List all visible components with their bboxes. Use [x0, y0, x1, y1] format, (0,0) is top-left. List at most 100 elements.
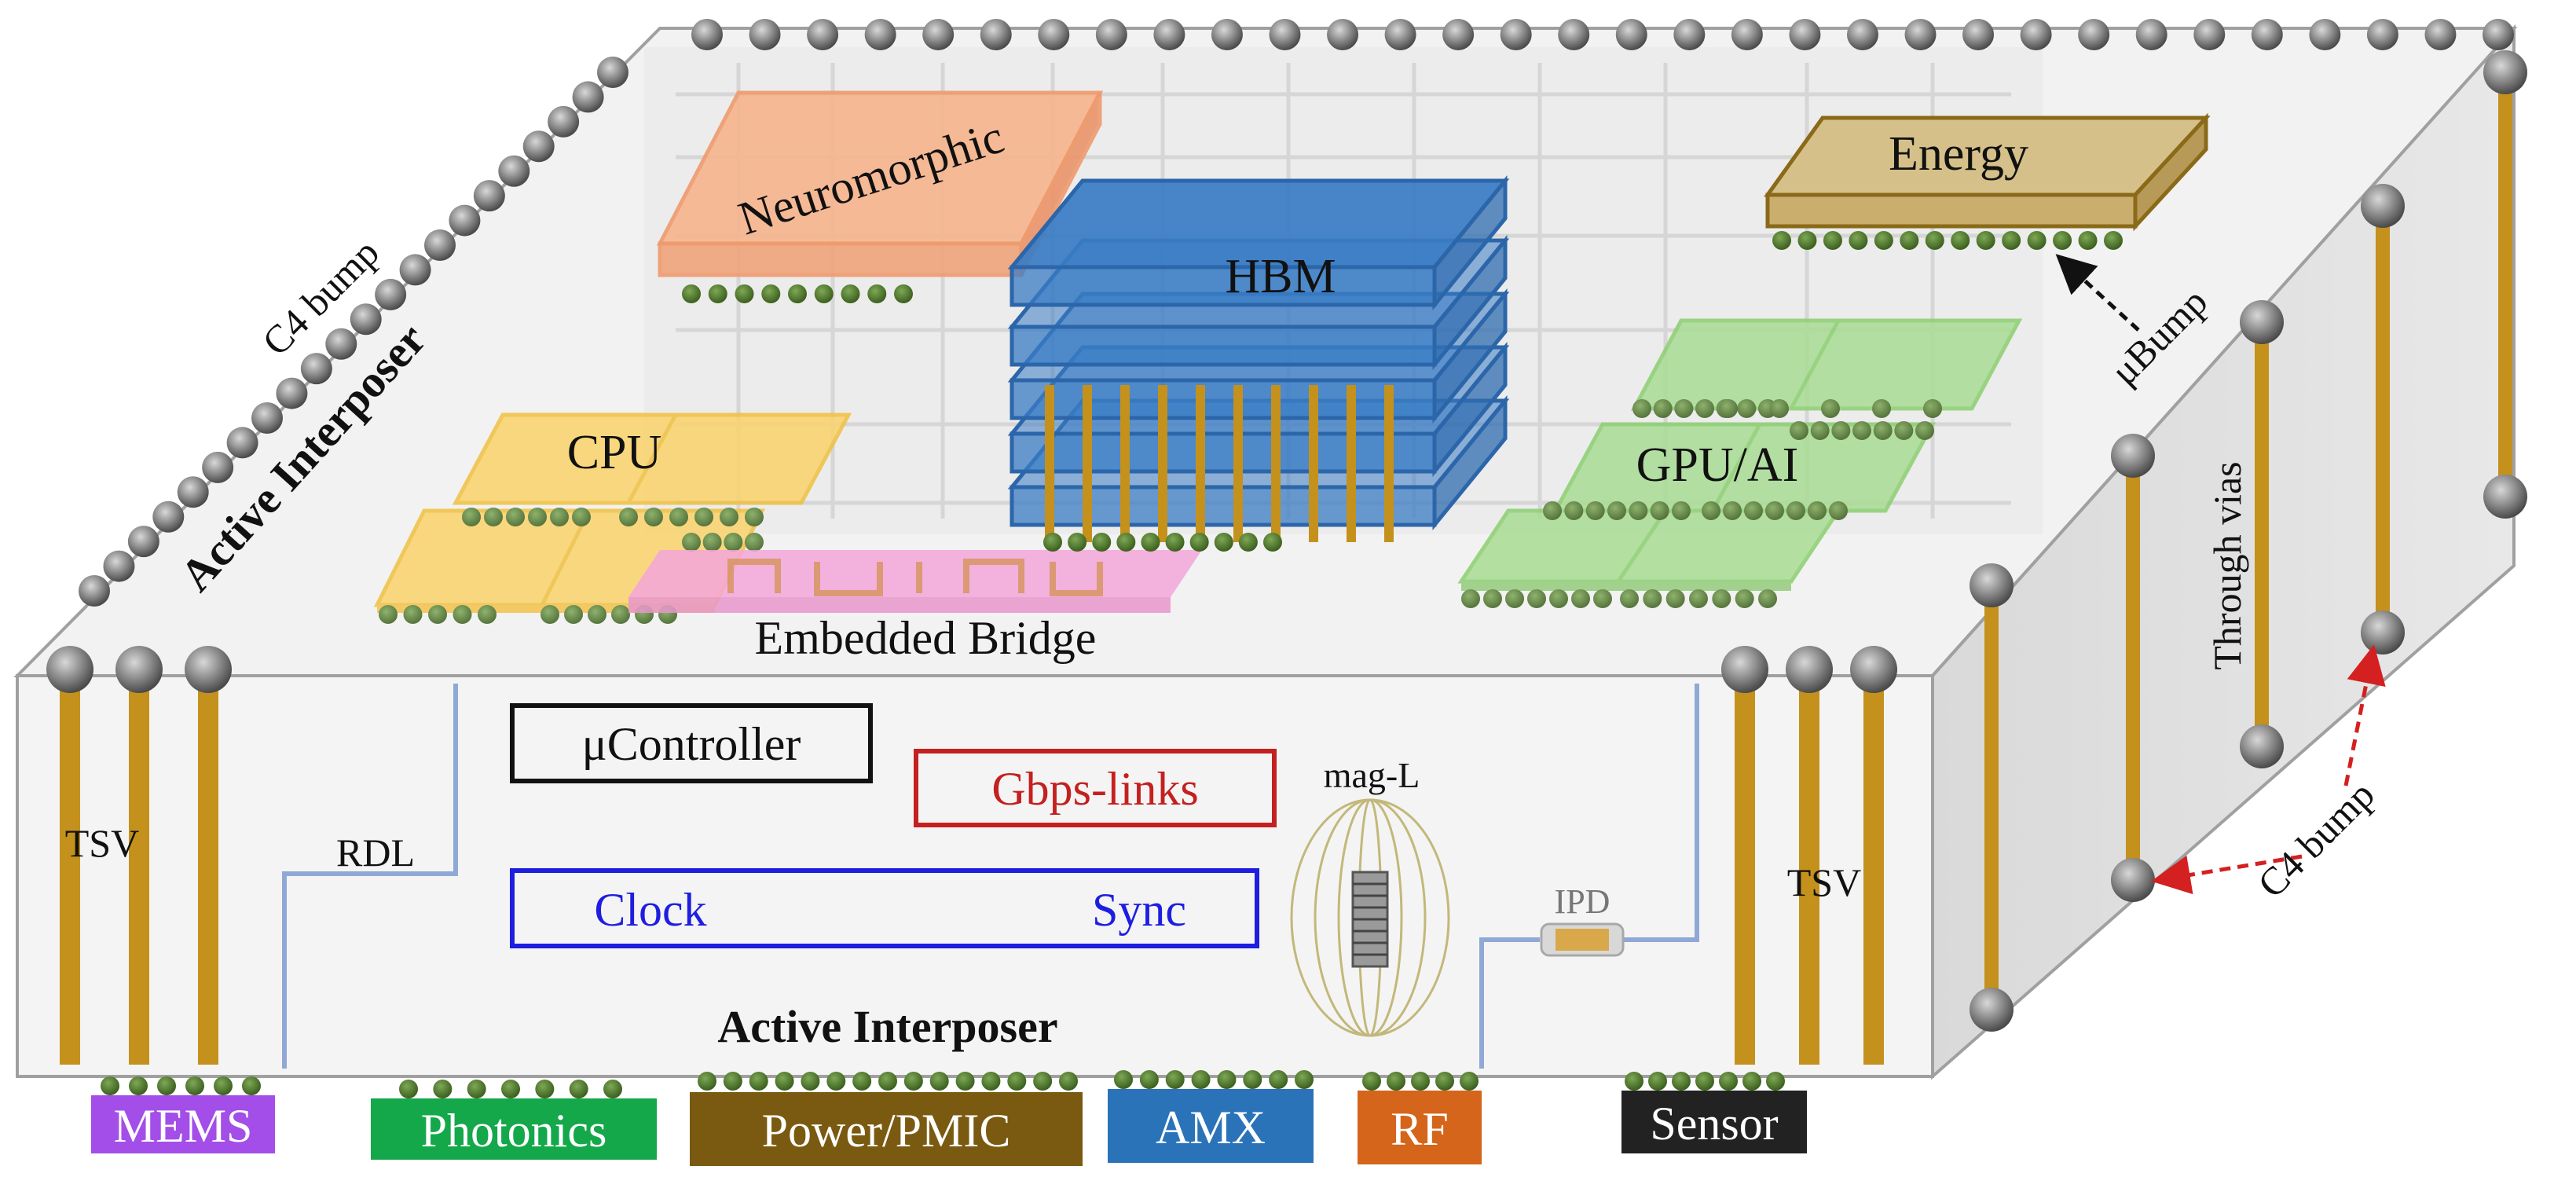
ubump — [929, 1072, 949, 1091]
ubump — [1695, 1072, 1714, 1091]
ubump — [1831, 421, 1851, 440]
ubump — [1238, 533, 1258, 552]
c4-bump — [1846, 19, 1878, 50]
ubump — [708, 284, 727, 303]
bottom-ubumps — [101, 1070, 1785, 1098]
ubump — [841, 284, 860, 303]
c4-bump — [1500, 19, 1532, 50]
c4-bump — [399, 254, 431, 286]
energy-ubumps — [1772, 231, 2123, 250]
c4-bump — [177, 476, 209, 508]
ubump — [1797, 231, 1817, 250]
ubump — [1643, 589, 1662, 608]
ubump — [1033, 1072, 1053, 1091]
chiplet-amx — [1108, 1089, 1314, 1163]
hbm-via — [1120, 385, 1130, 542]
ipd-component — [1540, 922, 1625, 957]
ipd-label: IPD — [1555, 882, 1610, 921]
c4-bump — [2135, 19, 2167, 50]
c4-bump — [522, 130, 555, 163]
c4-bump — [325, 328, 357, 360]
ubump — [698, 1072, 716, 1091]
ubump — [1674, 399, 1694, 418]
ubump — [1092, 533, 1112, 552]
c4-bump — [2251, 19, 2283, 50]
ubump — [1411, 1072, 1430, 1091]
active-interposer-bottom-label: Active Interposer — [717, 1001, 1057, 1052]
c4-bump — [127, 526, 159, 558]
ubump — [1873, 421, 1893, 440]
ubump — [1505, 589, 1524, 608]
c4-bump — [2424, 19, 2457, 50]
ubump — [1362, 1072, 1381, 1091]
ubump — [1915, 421, 1934, 440]
gbps-links-label: Gbps-links — [991, 763, 1198, 815]
ubump — [981, 1072, 1001, 1091]
ubump — [682, 284, 701, 303]
ubump — [1607, 501, 1626, 520]
gbps-links-box — [914, 749, 1277, 827]
ubump — [1191, 1070, 1211, 1089]
ubump — [1695, 399, 1714, 418]
c4-bump — [1095, 19, 1127, 50]
ubump — [745, 508, 764, 526]
cpu-chip — [373, 412, 852, 624]
ubump — [1823, 231, 1842, 250]
c4-bump — [2483, 19, 2514, 50]
ubump — [749, 1072, 768, 1091]
ubump — [550, 508, 569, 526]
hbm-layer-front — [1010, 431, 1437, 474]
c4-bump — [375, 278, 407, 310]
ubump — [1165, 1070, 1185, 1089]
c4-bump — [691, 19, 723, 50]
c4-bump — [749, 19, 781, 50]
c4-bump — [226, 427, 258, 459]
c4-bump — [922, 19, 955, 50]
c4-bump — [202, 451, 234, 483]
ubump — [528, 508, 547, 526]
ubump — [1744, 501, 1763, 520]
c4-bump — [2078, 19, 2110, 50]
ubump — [129, 1076, 148, 1095]
clock-sync-box — [510, 868, 1259, 948]
c4-bump — [597, 57, 628, 88]
ubump — [506, 508, 525, 526]
ubump — [1810, 421, 1830, 440]
ubump — [467, 1080, 486, 1098]
ubump — [588, 605, 606, 624]
ubump — [1723, 501, 1742, 520]
ubump — [1650, 501, 1669, 520]
chiplet-sensor — [1621, 1091, 1807, 1153]
c4-bump — [350, 303, 382, 336]
c4-bump — [1269, 19, 1301, 50]
hbm-layer-side — [1432, 394, 1508, 531]
energy-label: Energy — [1889, 127, 2028, 181]
ubump — [775, 1072, 794, 1091]
hbm-ubumps — [1043, 533, 1282, 552]
ubump — [814, 284, 834, 303]
ubump — [1766, 1072, 1785, 1091]
cpu-label: CPU — [567, 426, 662, 479]
ubump — [1483, 589, 1502, 608]
ubump — [1737, 399, 1757, 418]
ubump — [1808, 501, 1827, 520]
c4-bump — [1442, 19, 1475, 50]
c4-bump — [79, 575, 110, 607]
clock-label: Clock — [594, 884, 706, 936]
ubump — [1735, 589, 1754, 608]
ubump — [801, 1072, 820, 1091]
ubump — [611, 605, 630, 624]
hbm-via — [1196, 385, 1205, 542]
chiplet-label: Power/PMIC — [762, 1105, 1011, 1157]
c4-bump — [2193, 19, 2226, 50]
tsv-left-label: TSV — [65, 821, 139, 865]
hbm-layer-side — [1432, 288, 1508, 424]
ubump — [1672, 1072, 1691, 1091]
c4-bump — [300, 353, 332, 385]
ubump — [1243, 1070, 1262, 1089]
ubump — [761, 284, 781, 303]
hbm-via — [1384, 385, 1394, 542]
ubump — [720, 508, 738, 526]
c4-bump — [1558, 19, 1590, 50]
